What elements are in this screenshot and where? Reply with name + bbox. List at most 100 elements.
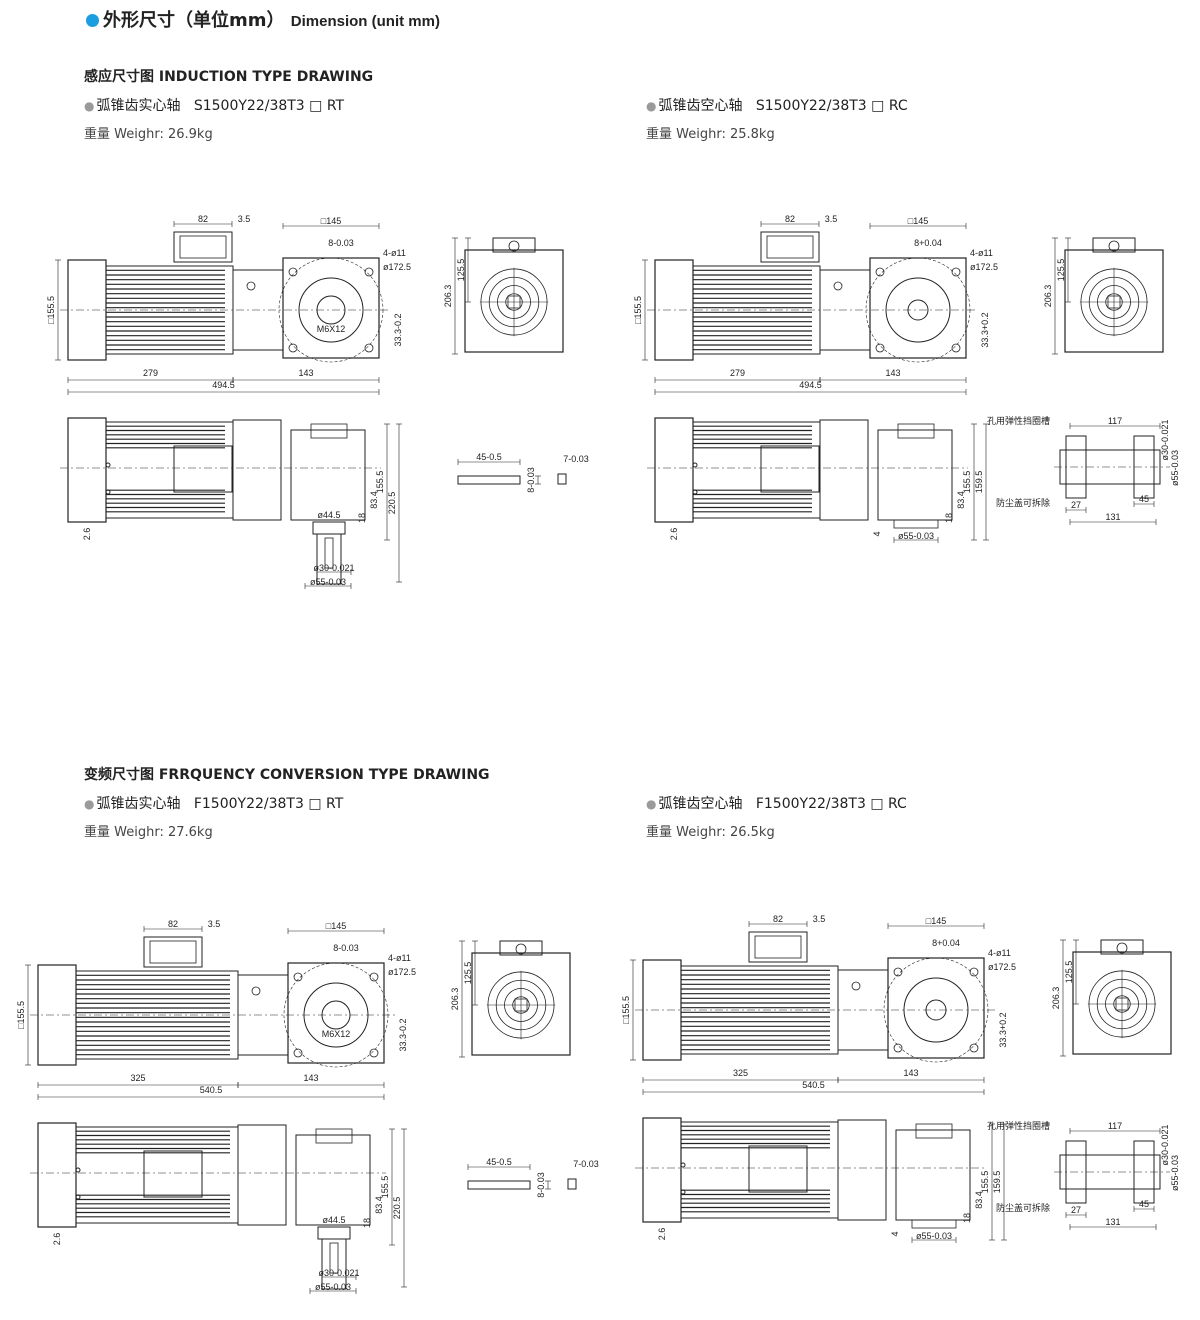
dimension-label: ø55-0.03 (310, 577, 346, 587)
dimension-label: 143 (303, 1073, 318, 1083)
drawing-circle (293, 1048, 303, 1058)
drawing-outline (1115, 997, 1129, 1011)
dimension-label: □155.5 (46, 296, 56, 324)
dimension-label: 45-0.5 (476, 452, 502, 462)
dimension-label: 206.3 (1051, 987, 1061, 1010)
bullet-icon: ● (646, 797, 657, 811)
dimension-label: 防尘盖可拆除 (996, 1202, 1050, 1213)
bullet-icon: ● (84, 797, 95, 811)
drawing-circle (893, 1043, 903, 1053)
dimension-label: 33.3-0.2 (398, 1018, 408, 1051)
drawing-outline (471, 952, 571, 1056)
dimension-label: ø172.5 (970, 262, 998, 272)
dimension-label: ø172.5 (388, 967, 416, 977)
dimension-label: 4-ø11 (383, 248, 406, 258)
drawing-outline (232, 419, 282, 521)
drawing-outline (557, 473, 567, 485)
dimension-label: ø55-0.03 (898, 531, 934, 541)
drawing-outline (567, 1178, 577, 1190)
dimension-label: M6X12 (317, 324, 346, 334)
drawing-outline (312, 521, 346, 535)
dimension-label: ø30-0.021 (318, 1268, 359, 1278)
drawing-circle (875, 267, 885, 277)
drawing-outline (321, 1238, 347, 1290)
weight-label-induction-rc: 重量 Weighr: 25.8kg (646, 127, 775, 142)
drawing-outline (282, 257, 380, 359)
dimension-label: 8-0.03 (333, 943, 359, 953)
model-label-frequency-rt: ●弧锥齿实心轴 F1500Y22/38T3 □ RT (84, 796, 344, 812)
drawing-outline (877, 429, 953, 521)
dimension-label: 279 (143, 368, 158, 378)
section-heading-induction: 感应尺寸图 INDUCTION TYPE DRAWING (84, 69, 374, 85)
dimension-label: 131 (1105, 1217, 1120, 1227)
dimension-label: 82 (785, 214, 795, 224)
drawing-outline (642, 1117, 682, 1223)
dimension-label: 540.5 (200, 1085, 223, 1095)
weight-label-frequency-rc: 重量 Weighr: 26.5kg (646, 825, 775, 840)
drawing-outline (748, 931, 808, 963)
drawing-circle (288, 267, 298, 277)
drawing-outline (754, 935, 802, 959)
drawing-circle (105, 489, 111, 495)
dimension-label: 3.5 (813, 914, 826, 924)
dimension-label: 8-0.03 (536, 1172, 546, 1198)
drawing-outline (766, 235, 814, 259)
dimension-label: 3.5 (208, 919, 221, 929)
dimension-label: ø172.5 (988, 962, 1016, 972)
page-title: 外形尺寸（单位mm） Dimension (unit mm) (86, 6, 440, 32)
drawing-outline (467, 1180, 531, 1190)
dimension-label: 孔用弹性挡圈槽 (987, 1120, 1050, 1131)
drawing-outline (1064, 249, 1164, 353)
dimension-label: 220.5 (387, 492, 397, 515)
dimension-label: 143 (885, 368, 900, 378)
dimension-label: 4 (890, 1231, 900, 1236)
drawing-outline (329, 1242, 339, 1274)
dimension-label: 2.6 (82, 528, 92, 541)
dimension-label: 143 (298, 368, 313, 378)
dimension-label: 325 (733, 1068, 748, 1078)
dimension-label: 206.3 (443, 285, 453, 308)
dimension-label: 540.5 (802, 1080, 825, 1090)
dimension-label: □155.5 (621, 996, 631, 1024)
drawing-outline (143, 936, 203, 968)
drawing-outline (464, 249, 564, 353)
drawing-circle (298, 277, 364, 343)
drawing-outline (290, 429, 366, 521)
dimension-label: 206.3 (1043, 285, 1053, 308)
dimension-label: 159.5 (992, 1171, 1002, 1194)
dimension-label: 27 (1071, 1205, 1081, 1215)
drawing-outline (315, 1128, 353, 1144)
dimension-label: 82 (198, 214, 208, 224)
dimension-label: 8+0.04 (932, 938, 960, 948)
dimension-label: 117 (1108, 416, 1122, 426)
dimension-label: 孔用弹性挡圈槽 (987, 415, 1050, 426)
dimension-label: M6X12 (322, 1029, 351, 1039)
drawing-outline (911, 1219, 957, 1229)
dimension-label: 82 (168, 919, 178, 929)
dimension-label: ø30-0.021 (313, 563, 354, 573)
drawing-outline (173, 445, 233, 493)
drawing-circle (893, 967, 903, 977)
drawing-outline (895, 1129, 971, 1221)
dimension-label: 4-ø11 (970, 248, 993, 258)
dimension-label: 83.4 (369, 491, 379, 509)
drawing-outline (499, 940, 543, 956)
drawing-circle (692, 489, 698, 495)
dimension-label: 8-0.03 (526, 467, 536, 493)
drawing-outline (310, 423, 348, 439)
section-heading-frequency: 变频尺寸图 FRRQUENCY CONVERSION TYPE DRAWING (84, 767, 490, 783)
dimension-label: 2.6 (52, 1233, 62, 1246)
dimension-label: 125.5 (463, 962, 473, 985)
drawing-outline (507, 295, 521, 309)
drawing-outline (295, 1134, 371, 1226)
dimension-label: 155.5 (380, 1176, 390, 1199)
dimension-label: 159.5 (974, 471, 984, 494)
dimension-label: □145 (321, 216, 341, 226)
dimension-label: 7-0.03 (563, 454, 589, 464)
drawing-outline (654, 417, 694, 523)
drawing-circle (288, 343, 298, 353)
drawing-circle (515, 943, 527, 955)
dimension-label: 83.4 (956, 491, 966, 509)
drawing-outline (760, 231, 820, 263)
